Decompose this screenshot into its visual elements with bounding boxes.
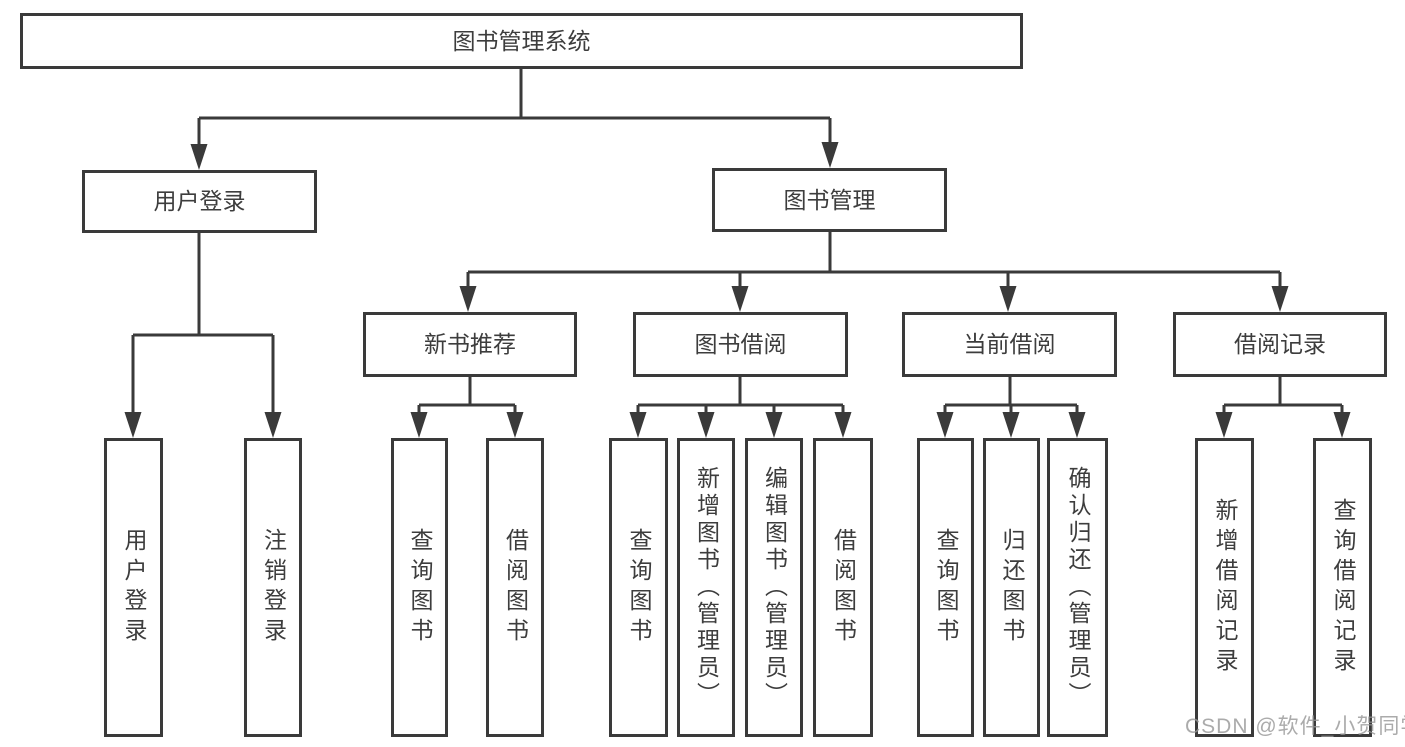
leaf-current-return-book: 归还图书: [983, 438, 1040, 737]
leaf-record-add: 新增借阅记录: [1195, 438, 1254, 737]
arrowheads: [124, 142, 1351, 438]
csdn-watermark: CSDN @软件_小贺同学: [1185, 715, 1405, 738]
node-book-management: 图书管理: [712, 168, 947, 232]
node-root-system: 图书管理系统: [20, 13, 1023, 69]
leaf-borrow-edit-book-admin: 编辑图书（管理员）: [745, 438, 803, 737]
node-user-login: 用户登录: [82, 170, 317, 233]
leaf-recommend-borrow-book: 借阅图书: [486, 438, 544, 737]
leaf-user-login: 用户登录: [104, 438, 163, 737]
leaf-borrow-query-book: 查询图书: [609, 438, 668, 737]
node-borrow-record: 借阅记录: [1173, 312, 1387, 377]
leaf-record-query: 查询借阅记录: [1313, 438, 1372, 737]
leaf-borrow-add-book-admin: 新增图书（管理员）: [677, 438, 735, 737]
leaf-borrow-borrow-book: 借阅图书: [813, 438, 873, 737]
connector-lines: [131, 69, 1344, 412]
leaf-logout: 注销登录: [244, 438, 302, 737]
leaf-recommend-query-book: 查询图书: [391, 438, 448, 737]
node-book-borrow: 图书借阅: [633, 312, 848, 377]
leaf-current-query-book: 查询图书: [917, 438, 974, 737]
leaf-current-confirm-return-admin: 确认归还（管理员）: [1047, 438, 1108, 737]
node-new-book-recommend: 新书推荐: [363, 312, 577, 377]
node-current-borrow: 当前借阅: [902, 312, 1117, 377]
